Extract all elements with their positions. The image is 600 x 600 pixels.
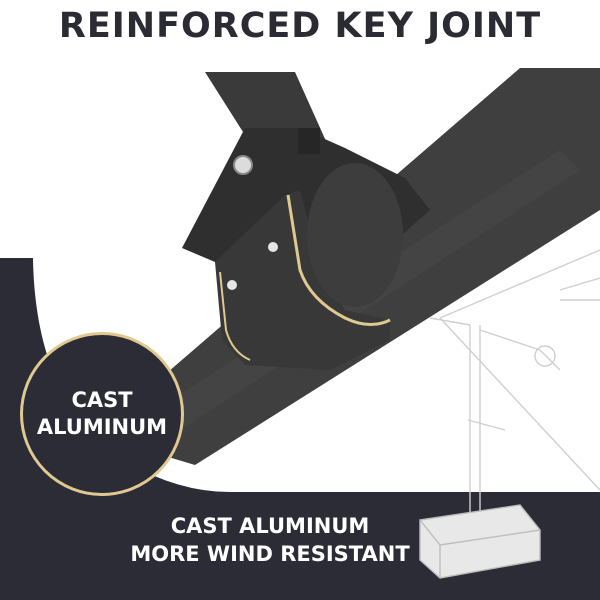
gold-edge-highlight [286,194,391,326]
bolt-middle [268,242,278,252]
caption-line-2: MORE WIND RESISTANT [130,542,410,567]
page-title: REINFORCED KEY JOINT [58,6,542,46]
bolt-lower [227,280,237,290]
caption-line-1: CAST ALUMINUM [170,514,370,538]
gold-edge-highlight-lower [219,271,251,361]
cast-aluminum-badge: CAST ALUMINUM [20,332,184,496]
feature-caption: CAST ALUMINUM MORE WIND RESISTANT [120,512,420,569]
umbrella-base [419,504,541,579]
badge-line-2: ALUMINUM [36,415,168,439]
umbrella-line-drawing [429,249,600,520]
clamp-tab [298,128,320,154]
badge-line-1: CAST [71,387,133,412]
bolt-top [233,155,253,175]
pole-end-cap [307,163,403,307]
clamp-body [215,190,390,370]
